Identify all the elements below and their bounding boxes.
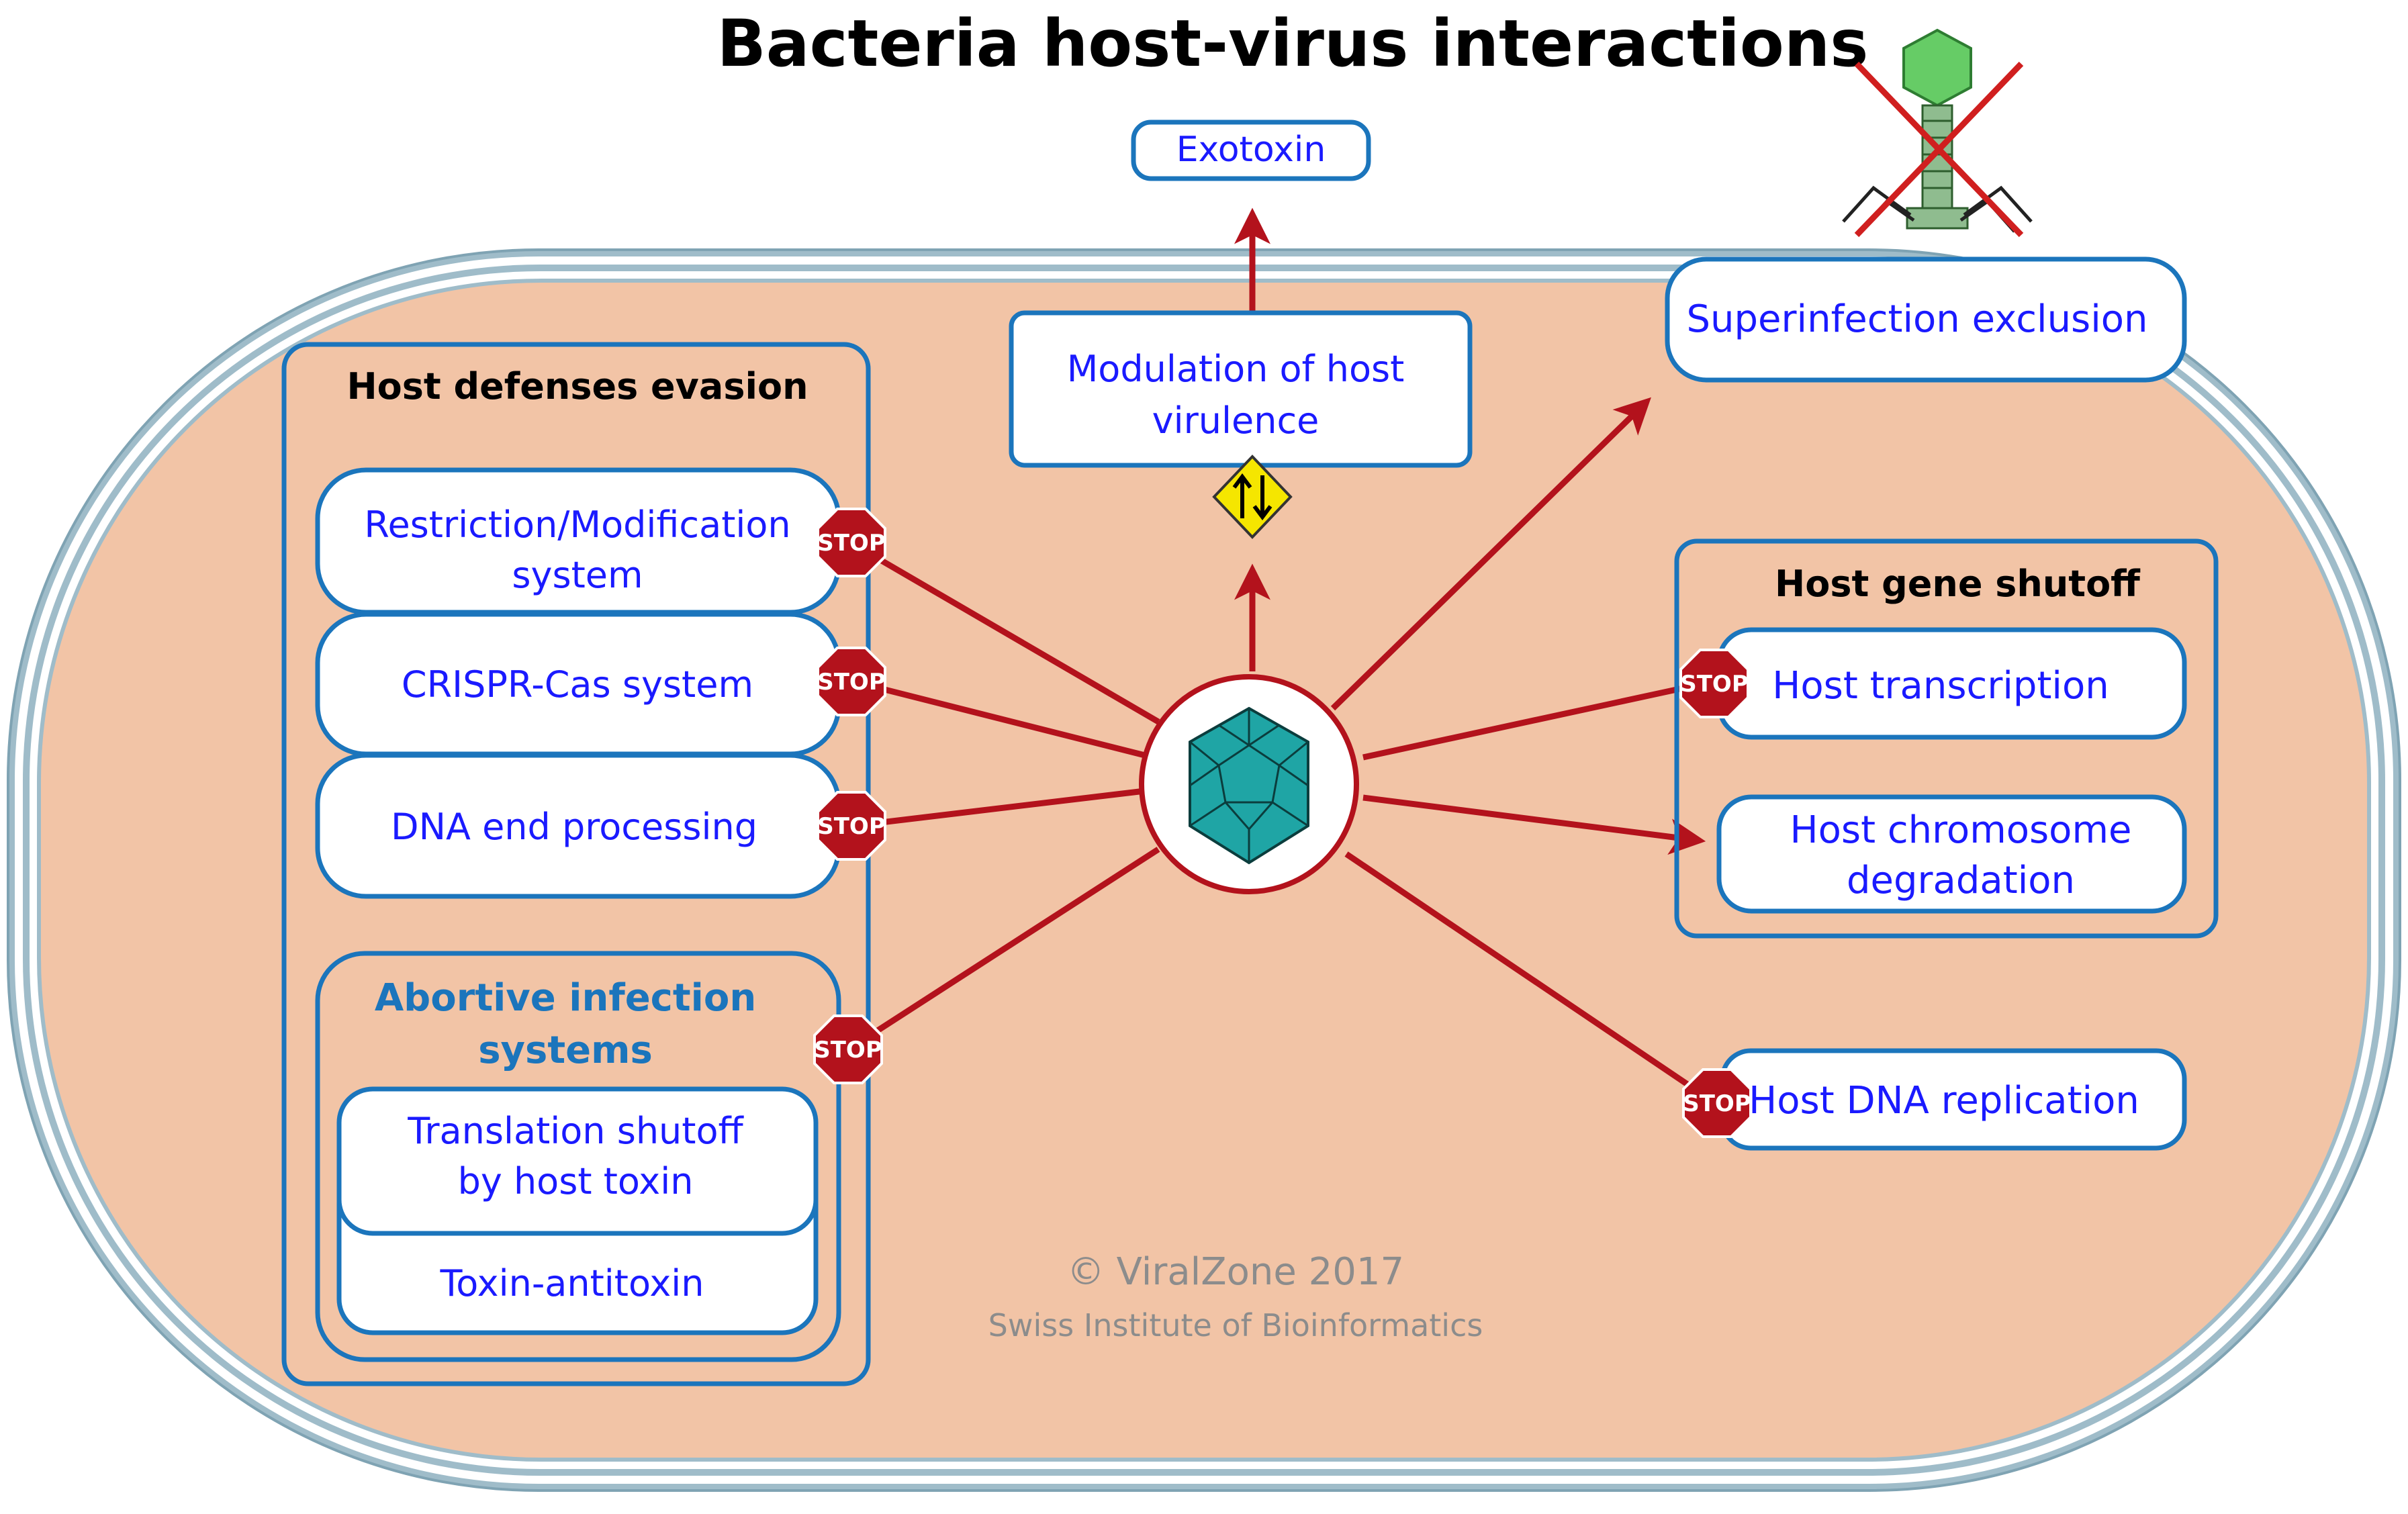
svg-text:STOP: STOP (817, 669, 886, 696)
svg-text:virulence: virulence (1152, 399, 1319, 442)
translation-line-2: by host toxin (458, 1160, 694, 1202)
host-transcription-label: Host transcription (1772, 664, 2109, 708)
stop-sign-icon: STOP (813, 1014, 883, 1084)
modulation-box: Modulation of host virulence (1009, 310, 1473, 468)
stop-sign-icon: STOP (1682, 1068, 1752, 1138)
svg-text:Translation shutoff: Translation shutoff (407, 1110, 744, 1152)
svg-text:STOP: STOP (817, 813, 886, 840)
abortive-title-line-1: Abortive infection (375, 976, 756, 1020)
exotoxin-box: Exotoxin (1131, 120, 1371, 181)
chromosome-line-2: degradation (1847, 859, 2075, 902)
svg-text:Abortive infection: Abortive infection (375, 976, 756, 1020)
host-gene-shutoff-title: Host gene shutoff (1775, 563, 2141, 605)
translation-line-1: Translation shutoff (407, 1110, 744, 1152)
stop-sign-icon: STOP (817, 791, 886, 861)
restriction-box: Restriction/Modification system (315, 467, 841, 615)
diagram-title: Bacteria host-virus interactions (717, 6, 1869, 81)
svg-text:STOP: STOP (817, 530, 886, 557)
svg-text:STOP: STOP (1683, 1090, 1751, 1117)
host-defenses-group: Host defenses evasion Restriction/Modifi… (281, 342, 871, 1386)
svg-text:Modulation of host: Modulation of host (1067, 348, 1405, 390)
dna-end-box: DNA end processing (315, 753, 841, 899)
phage-crossed-icon (1842, 28, 2033, 238)
superinfection-label: Superinfection exclusion (1686, 297, 2147, 341)
abortive-title-line-2: systems (478, 1029, 653, 1072)
modulation-line-1: Modulation of host (1067, 348, 1405, 390)
stop-sign-icon: STOP (817, 508, 886, 577)
toxin-antitoxin-label: Toxin-antitoxin (439, 1262, 704, 1305)
svg-text:Restriction/Modification: Restriction/Modification (364, 504, 790, 546)
host-chromosome-box: Host chromosome degradation (1716, 794, 2187, 914)
svg-text:systems: systems (478, 1029, 653, 1072)
institute-text: Swiss Institute of Bioinformatics (988, 1307, 1483, 1343)
up-down-arrows-icon (1212, 455, 1293, 539)
exotoxin-label: Exotoxin (1176, 130, 1326, 170)
translation-shutoff-box: Translation shutoff by host toxin (336, 1086, 819, 1236)
restriction-line-1: Restriction/Modification (364, 504, 790, 546)
restriction-line-2: system (512, 554, 643, 596)
interaction-arrows (847, 207, 1714, 1104)
host-defenses-title: Host defenses evasion (346, 365, 808, 408)
stop-sign-icon: STOP (817, 647, 886, 716)
svg-text:system: system (512, 554, 643, 596)
virus-capsid-icon (1139, 674, 1359, 894)
svg-text:STOP: STOP (1680, 671, 1749, 698)
host-gene-shutoff-group: Host gene shutoff Host transcription Hos… (1674, 538, 2219, 939)
svg-text:degradation: degradation (1847, 859, 2075, 902)
modulation-line-2: virulence (1152, 399, 1319, 442)
copyright-text: © ViralZone 2017 (1067, 1250, 1404, 1294)
dna-end-label: DNA end processing (391, 806, 757, 848)
crispr-box: CRISPR-Cas system (315, 612, 841, 757)
svg-text:STOP: STOP (814, 1037, 882, 1063)
superinfection-box: Superinfection exclusion (1665, 256, 2187, 383)
crispr-label: CRISPR-Cas system (402, 663, 753, 706)
host-transcription-box: Host transcription (1716, 627, 2187, 740)
chromosome-line-1: Host chromosome (1790, 808, 2132, 852)
stop-sign-icon: STOP (1679, 649, 1749, 718)
svg-text:by host toxin: by host toxin (458, 1160, 694, 1202)
abortive-infection-group: Abortive infection systems Toxin-antitox… (315, 951, 841, 1362)
svg-text:Host chromosome: Host chromosome (1790, 808, 2132, 852)
host-dna-replication-label: Host DNA replication (1749, 1079, 2139, 1123)
host-dna-replication-box: Host DNA replication (1720, 1048, 2187, 1151)
